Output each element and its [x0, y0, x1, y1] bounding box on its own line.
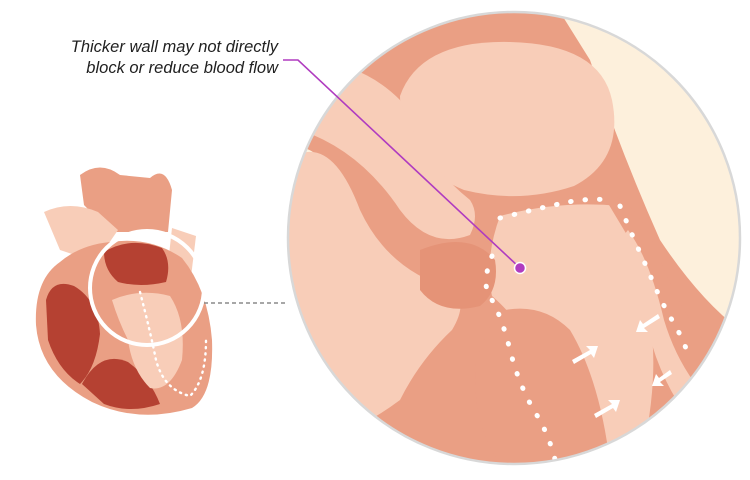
flow-dots-right [617, 203, 693, 363]
callout-leader-line [283, 59, 521, 269]
callout-annotation: Thicker wall may not directly block or r… [18, 37, 278, 79]
aorta [80, 167, 172, 232]
flow-dots-top [497, 196, 615, 221]
callout-line-1: Thicker wall may not directly [70, 38, 278, 56]
lower-chamber [475, 308, 610, 464]
septum-chamber [112, 292, 183, 389]
magnified-view [288, 12, 740, 464]
left-ventricle [46, 283, 100, 384]
heart-flow-dots [138, 290, 208, 398]
upper-chamber [400, 41, 615, 197]
flow-arrow-icon [572, 314, 672, 418]
thickened-septum [420, 242, 496, 309]
left-chamber [288, 151, 461, 440]
left-atrium [104, 242, 169, 285]
zoom-indicator-circle [88, 229, 206, 347]
magnifier-lens-border [286, 10, 742, 466]
right-ventricle [82, 358, 160, 409]
callout-line-2: block or reduce blood flow [86, 59, 278, 77]
heart-overview [35, 167, 213, 415]
callout-marker-dot [513, 261, 527, 275]
